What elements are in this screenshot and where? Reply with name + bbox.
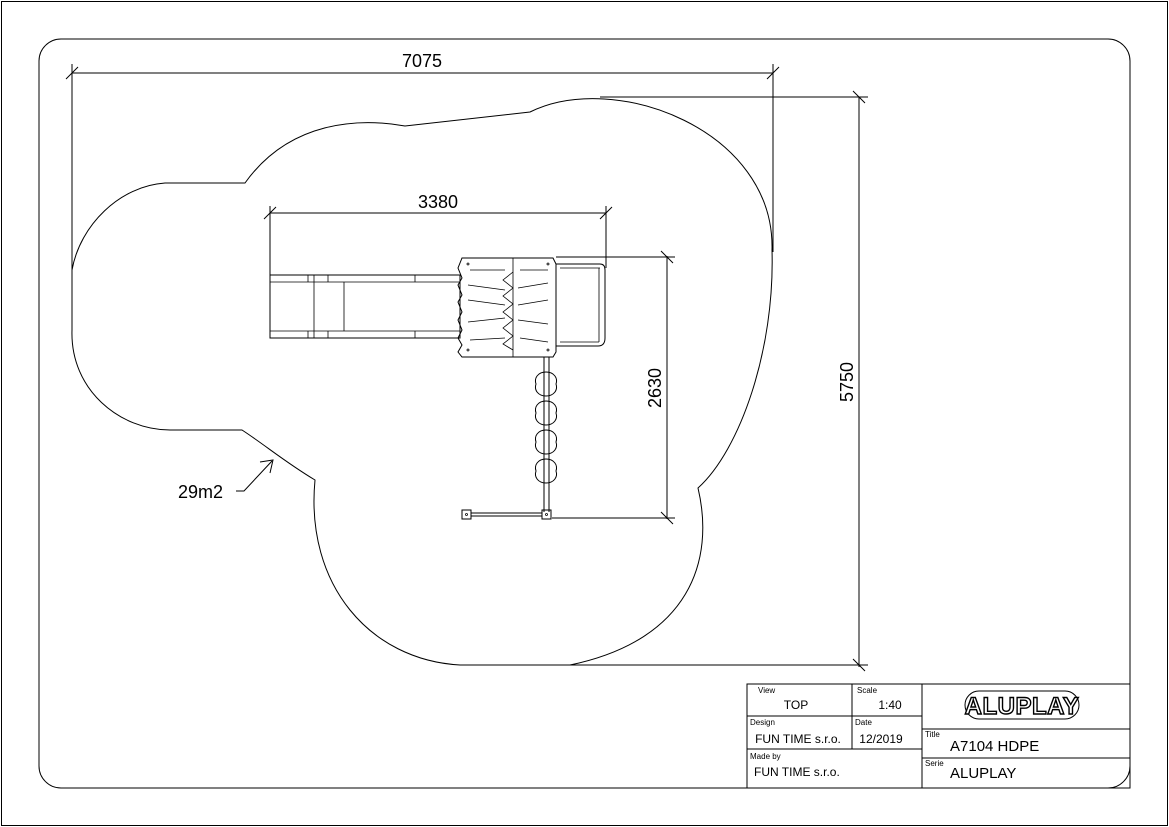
safety-zone-outline: [71, 98, 773, 666]
title-value: A7104 HDPE: [950, 738, 1039, 755]
ground-rail: [461, 509, 552, 520]
overall-depth-dimension: [460, 90, 868, 672]
overall-depth-label: 5750: [837, 362, 857, 402]
area-leader: [236, 459, 274, 492]
equipment-width-label: 3380: [418, 192, 458, 212]
overall-width-dimension: [65, 64, 780, 270]
serie-value: ALUPLAY: [950, 765, 1016, 782]
design-value: FUN TIME s.r.o.: [755, 732, 841, 746]
equipment-depth-label: 2630: [645, 368, 665, 408]
area-label: 29m2: [178, 482, 223, 502]
scale-value: 1:40: [878, 698, 902, 712]
title-block: View TOP Scale 1:40 Design FUN TIME s.r.…: [746, 683, 1131, 789]
slide: [269, 274, 461, 339]
scale-label: Scale: [857, 686, 878, 695]
madeby-value: FUN TIME s.r.o.: [754, 765, 840, 779]
view-label: View: [758, 686, 775, 695]
date-label: Date: [855, 718, 872, 727]
title-label: Title: [925, 730, 940, 739]
madeby-label: Made by: [750, 752, 781, 761]
aluplay-logo: ALUPLAY: [964, 690, 1080, 721]
svg-text:ALUPLAY: ALUPLAY: [965, 693, 1080, 720]
equipment-width-dimension: [263, 206, 613, 275]
serie-label: Serie: [925, 759, 944, 768]
view-value: TOP: [784, 698, 808, 712]
side-panel: [556, 263, 606, 347]
deck-platform: [457, 257, 557, 358]
equipment-depth-dimension: [552, 250, 675, 525]
design-label: Design: [750, 718, 775, 727]
inner-frame: [38, 38, 1131, 789]
climbing-rope: [535, 357, 557, 512]
overall-width-label: 7075: [402, 51, 442, 71]
date-value: 12/2019: [859, 732, 903, 746]
